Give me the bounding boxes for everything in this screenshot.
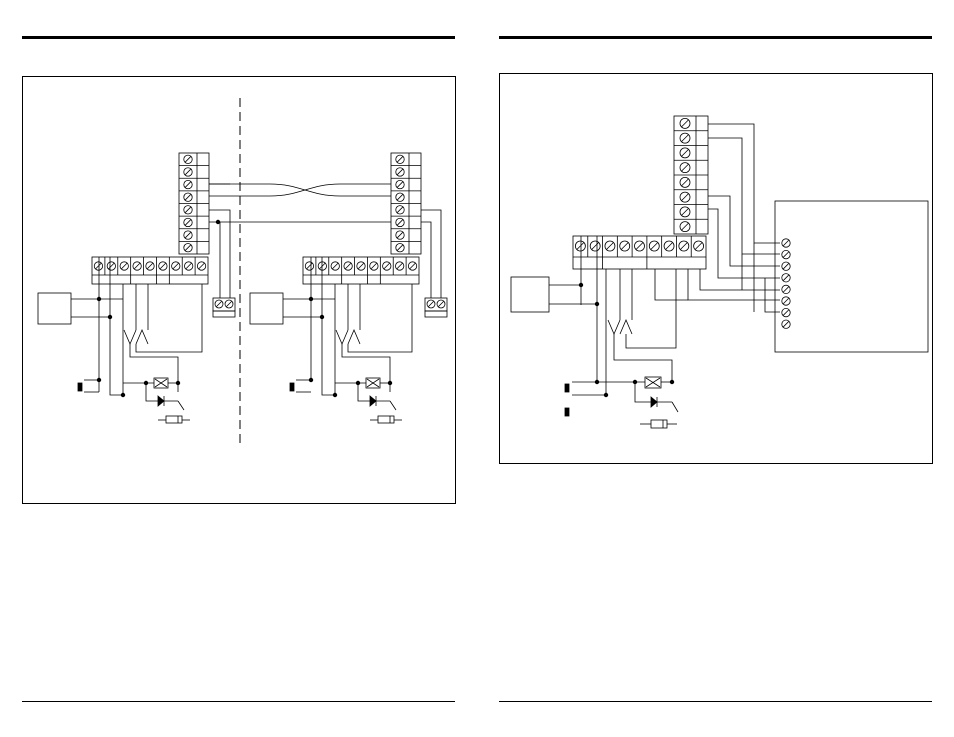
terminal-screw xyxy=(680,163,690,173)
terminal-screw xyxy=(184,243,192,251)
terminal-screw xyxy=(680,148,690,158)
terminal-screw xyxy=(782,239,790,247)
terminal-screw xyxy=(782,297,790,305)
terminal-screw xyxy=(94,262,102,270)
terminal-screw xyxy=(575,241,585,251)
vertical-terminal-block xyxy=(391,153,421,254)
terminal-screw xyxy=(107,262,115,270)
terminal-screw xyxy=(159,262,167,270)
terminal-screw xyxy=(680,207,690,217)
terminal-screw xyxy=(664,241,674,251)
terminal-screw xyxy=(782,308,790,316)
terminal-screw xyxy=(680,118,690,128)
terminal-screw xyxy=(184,168,192,176)
terminal-screw xyxy=(395,262,403,270)
device-box xyxy=(250,293,283,324)
external-device-panel xyxy=(775,201,928,352)
terminal-screw xyxy=(357,262,365,270)
terminal-screw xyxy=(679,241,689,251)
terminal-screw xyxy=(197,262,205,270)
vertical-terminal-block xyxy=(179,153,209,254)
connector-2pin xyxy=(425,298,447,317)
terminal-screw xyxy=(605,241,615,251)
terminal-screw xyxy=(782,285,790,293)
horizontal-terminal-block xyxy=(573,236,706,269)
terminal-screw xyxy=(120,262,128,270)
terminal-screw xyxy=(396,168,404,176)
terminal-screw xyxy=(184,231,192,239)
terminal-screw xyxy=(680,133,690,143)
terminal-screw xyxy=(620,241,630,251)
connector-2pin xyxy=(213,298,235,317)
terminal-screw xyxy=(680,192,690,202)
terminal-screw xyxy=(184,180,192,188)
terminal-screw xyxy=(344,262,352,270)
terminal-screw xyxy=(396,231,404,239)
terminal-screw xyxy=(172,262,180,270)
station-a xyxy=(38,153,235,423)
crossover-wires xyxy=(209,184,391,196)
terminal-screw xyxy=(184,155,192,163)
horizontal-terminal-block xyxy=(303,257,419,284)
terminal-screw xyxy=(396,218,404,226)
terminal-screw xyxy=(694,241,704,251)
terminal-screw xyxy=(680,177,690,187)
terminal-screw xyxy=(782,274,790,282)
right-figure xyxy=(511,116,928,428)
terminal-screw xyxy=(383,262,391,270)
station-b xyxy=(250,153,447,423)
terminal-screw xyxy=(396,193,404,201)
left-figure xyxy=(38,98,447,446)
terminal-screw xyxy=(396,155,404,163)
terminal-screw xyxy=(782,262,790,270)
terminal-screw xyxy=(396,206,404,214)
terminal-screw xyxy=(184,193,192,201)
terminal-screw xyxy=(146,262,154,270)
terminal-screw xyxy=(133,262,141,270)
vertical-terminal-block xyxy=(674,116,708,234)
device-box xyxy=(38,293,71,324)
terminal-screw xyxy=(184,206,192,214)
terminal-screw xyxy=(590,241,600,251)
terminal-screw xyxy=(635,241,645,251)
terminal-screw xyxy=(408,262,416,270)
horizontal-terminal-block xyxy=(92,257,208,284)
terminal-screw xyxy=(782,320,790,328)
device-box xyxy=(511,277,549,312)
terminal-screw xyxy=(396,180,404,188)
terminal-screw xyxy=(184,218,192,226)
terminal-screw xyxy=(184,262,192,270)
terminal-screw xyxy=(782,250,790,258)
terminal-screw xyxy=(370,262,378,270)
terminal-screw xyxy=(396,243,404,251)
terminal-screw xyxy=(649,241,659,251)
terminal-screw xyxy=(680,222,690,232)
terminal-screw xyxy=(331,262,339,270)
terminal-screw xyxy=(305,262,313,270)
